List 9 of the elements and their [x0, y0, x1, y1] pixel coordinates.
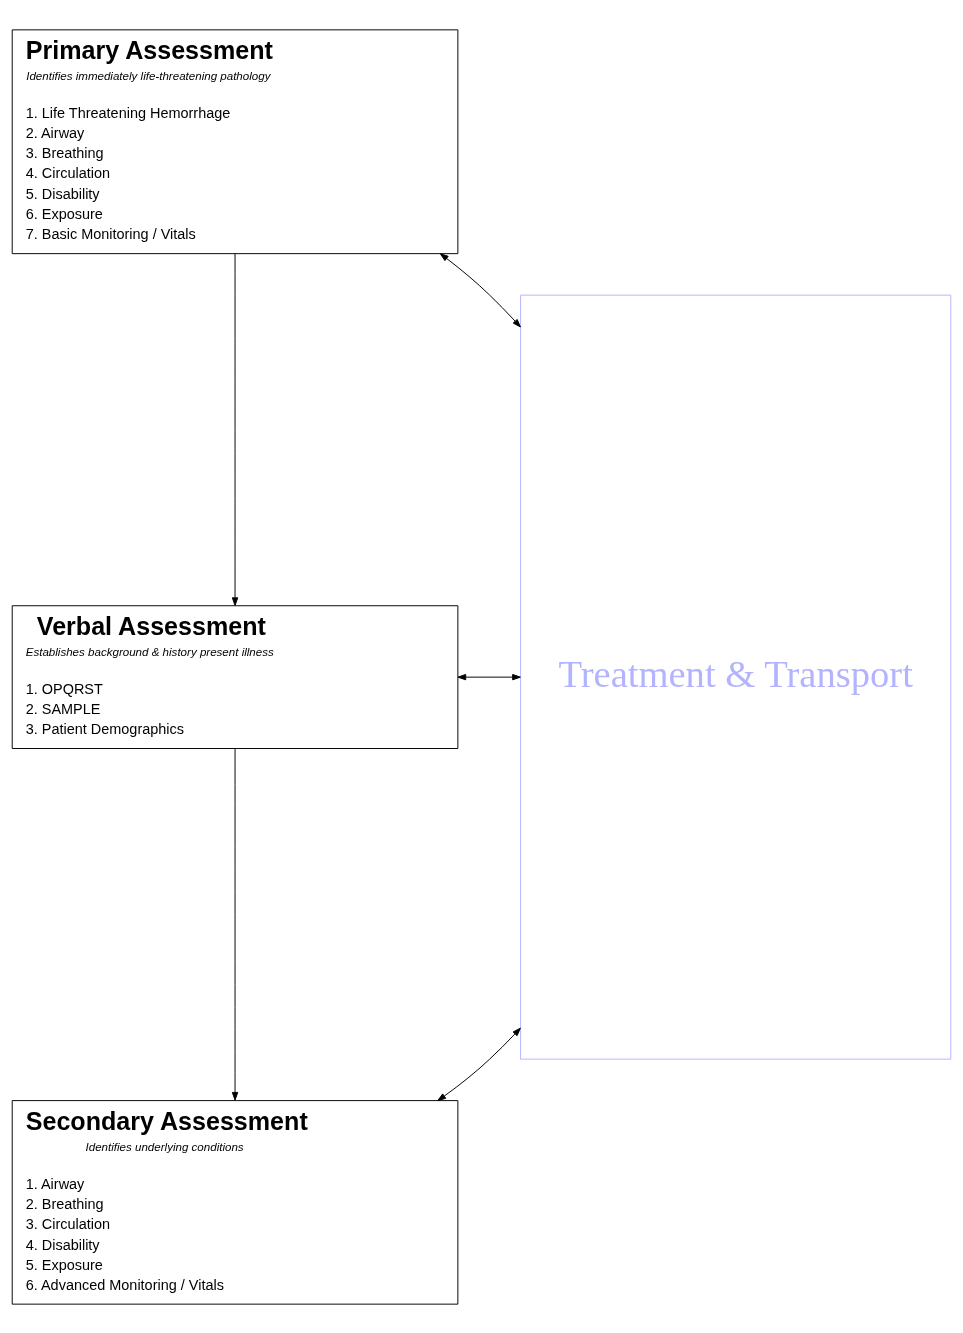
arrow [437, 1027, 521, 1101]
arrow [231, 252, 239, 606]
arrow [457, 673, 521, 680]
node-box: Primary Assessment Identifies immediately life-threatening pathology 1. Life Threatening Hemorrhage 2. Airway 3. Breathing 4. Circulation 5. Disability 6. Exposure 7. Basic Monitoring / Vitals [11, 28, 459, 254]
node-box: Verbal Assessment Establishes background & history present illness 1. OPQRST 2. SAMPLE 3. Patient Demographics [11, 604, 459, 749]
arrow [439, 252, 521, 327]
arrow [231, 747, 239, 1101]
node-box: Treatment & Transport [520, 294, 952, 1060]
node-box: Secondary Assessment Identifies underlying conditions 1. Airway 2. Breathing 3. Circulation 4. Disability 5. Exposure 6. Advanced Monitoring / Vitals [11, 1099, 459, 1305]
